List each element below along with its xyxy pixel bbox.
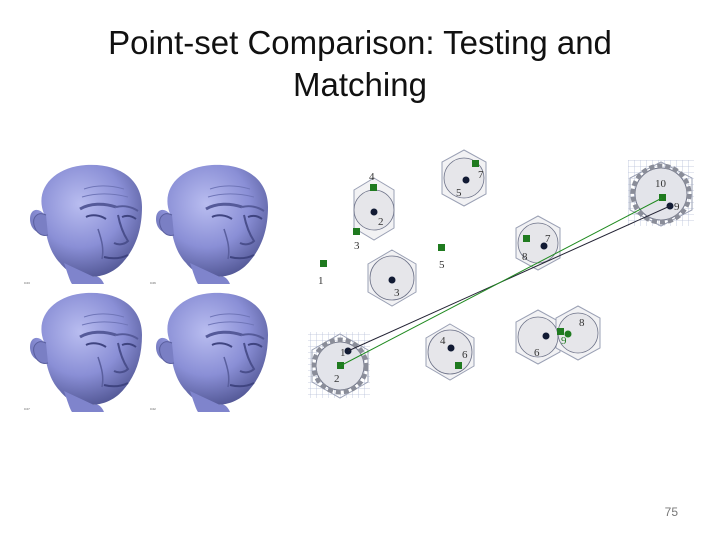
cluster-c: 10 9	[628, 160, 694, 227]
head-rendering-3	[24, 287, 152, 412]
label-g1: 1	[340, 347, 346, 359]
label-a2: 2	[378, 216, 384, 228]
cluster-a: 4 2 3	[353, 171, 395, 252]
head-rendering-2	[150, 159, 278, 284]
head-caption-3: 0.07	[24, 407, 30, 411]
label-d1: 1	[318, 275, 324, 287]
head-caption-1: 0.03	[24, 281, 30, 285]
label-i8: 8	[579, 317, 585, 329]
label-c10: 10	[655, 178, 667, 190]
match-line-dark	[347, 205, 671, 352]
label-c9: 9	[674, 201, 680, 213]
label-f8: 8	[522, 251, 528, 263]
label-i6: 6	[534, 347, 540, 359]
label-g2: 2	[334, 373, 340, 385]
point-set-matching-diagram: 4 2 3 7 5 10 9 1 5 3	[298, 148, 702, 406]
slide-title: Point-set Comparison: Testing and Matchi…	[40, 22, 680, 106]
title-line-1: Point-set Comparison: Testing and	[108, 24, 612, 61]
label-d5: 5	[439, 259, 445, 271]
cluster-e: 3	[367, 249, 417, 307]
label-b5: 5	[456, 187, 462, 199]
cluster-h: 4 6	[425, 323, 475, 381]
label-i9: 9	[561, 335, 567, 347]
head-rendering-4	[150, 287, 278, 412]
head-caption-2: 0.06	[150, 281, 156, 285]
cluster-g: 1 2	[308, 332, 370, 399]
isolated-points: 1 5	[318, 244, 445, 287]
label-b7: 7	[478, 169, 484, 181]
cluster-i: 8 6 9	[515, 305, 601, 365]
label-a4: 4	[369, 171, 375, 183]
cluster-b: 7 5	[441, 149, 487, 207]
head-renderings-panel: 0.03 0.06 0.07 0.02	[22, 155, 282, 415]
title-line-2: Matching	[293, 66, 427, 103]
cluster-f: 7 8	[515, 215, 561, 271]
head-rendering-1	[24, 159, 152, 284]
head-caption-4: 0.02	[150, 407, 156, 411]
label-h4: 4	[440, 335, 446, 347]
label-f7: 7	[545, 233, 551, 245]
label-h6: 6	[462, 349, 468, 361]
page-number: 75	[664, 505, 678, 519]
label-a3: 3	[354, 240, 360, 252]
label-e3: 3	[394, 287, 400, 299]
match-line-green	[339, 197, 663, 367]
